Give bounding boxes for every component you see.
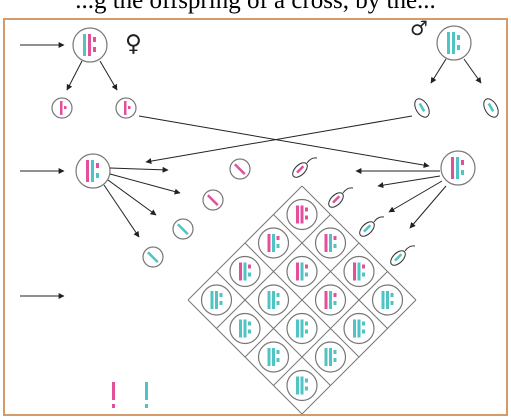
left-gamete-c xyxy=(172,218,194,240)
arrow-right-f1-4 xyxy=(409,185,447,229)
offspring-cell xyxy=(343,255,375,288)
arrow-right-f1-2 xyxy=(377,175,441,189)
right-sperm-d xyxy=(390,245,416,266)
grid-line xyxy=(301,185,417,301)
figure-frame xyxy=(3,18,508,416)
legend-pink-dot xyxy=(112,404,115,408)
cross-line-2 xyxy=(145,115,413,165)
arrow-f-to-gamete-1 xyxy=(66,60,83,91)
grid-line xyxy=(244,242,360,358)
offspring-cell xyxy=(314,284,347,316)
arrow-left-f1-4 xyxy=(103,184,140,238)
offspring-cell xyxy=(286,312,318,345)
arrow-f-to-gamete-2 xyxy=(99,60,118,91)
male-parent-cell xyxy=(436,25,472,61)
left-gamete-b xyxy=(202,189,224,211)
male-sperm-1 xyxy=(414,98,430,118)
left-f1-cell xyxy=(75,153,111,189)
female-symbol: ♀ xyxy=(125,31,142,57)
right-f1-cell xyxy=(440,150,476,186)
offspring-cell xyxy=(257,227,290,259)
arrow-left-f1-2 xyxy=(109,173,181,195)
legend-marks xyxy=(112,382,148,408)
legend-pink-mark xyxy=(112,382,115,400)
offspring-cell xyxy=(314,227,347,259)
arrow-left-f1-3 xyxy=(107,179,157,216)
punnett-grid-cells xyxy=(200,198,404,402)
caption-banner: ...g the offspring of a cross, by the... xyxy=(0,0,511,20)
legend-teal-mark xyxy=(145,382,148,400)
grid-line xyxy=(216,271,331,386)
arrow-m-to-gamete-2 xyxy=(463,58,482,84)
punnett-grid-lines xyxy=(187,185,417,415)
female-parent-cell xyxy=(72,27,108,63)
offspring-cell xyxy=(229,312,261,345)
offspring-cell xyxy=(286,198,318,231)
female-gamete-1 xyxy=(51,97,73,119)
right-sperm-a xyxy=(292,157,318,178)
arrow-right-f1-3 xyxy=(388,180,443,213)
offspring-cell xyxy=(257,341,290,373)
offspring-cell xyxy=(286,255,318,288)
offspring-cell xyxy=(257,284,290,316)
arrow-left-f1-1 xyxy=(109,166,169,173)
caption-text: ...g the offspring of a cross, by the... xyxy=(75,0,436,14)
offspring-cell xyxy=(229,255,261,288)
left-gamete-d xyxy=(142,246,164,268)
arrow-m-to-gamete-1 xyxy=(430,58,447,84)
cross-line-1 xyxy=(138,115,430,169)
female-gamete-2 xyxy=(115,97,137,119)
offspring-cell xyxy=(200,284,233,316)
offspring-cell xyxy=(343,312,375,345)
grid-line xyxy=(187,299,303,415)
left-gamete-a xyxy=(229,158,251,180)
male-sperm-2 xyxy=(483,98,499,118)
right-sperm-c xyxy=(359,216,385,237)
offspring-cell xyxy=(371,284,404,316)
grid-line xyxy=(273,214,388,329)
offspring-cell xyxy=(314,341,347,373)
offspring-cell xyxy=(286,369,318,402)
right-sperm-b xyxy=(328,187,354,208)
male-symbol: ♂ xyxy=(410,16,428,40)
legend-teal-dot xyxy=(145,404,148,408)
